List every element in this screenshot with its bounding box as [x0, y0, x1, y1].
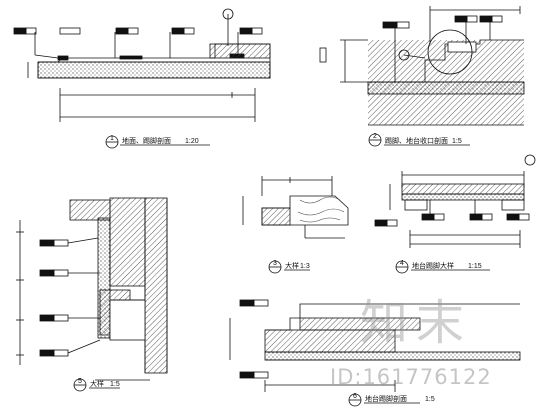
detail-1-scale: 1:20: [185, 138, 199, 145]
detail-2-platform-section: [319, 6, 525, 147]
detail-6-platform-skirting-section: [229, 299, 521, 407]
detail-6-title: 地台踢脚剖面: [365, 394, 407, 403]
detail-5-number: 5: [78, 378, 82, 385]
detail-5-wall-section: [16, 197, 168, 392]
detail-3-title: 大样: [285, 261, 299, 270]
detail-5-title: 大样: [90, 379, 104, 388]
detail-5-scale: 1:5: [110, 381, 120, 388]
detail-6-number: 6: [353, 393, 357, 400]
detail-1-floor-skirting-section: [13, 8, 271, 149]
detail-3-number: 3: [273, 260, 277, 267]
detail-4-number: 4: [400, 260, 404, 267]
detail-2-title: 踢脚、地台收口剖面: [385, 136, 448, 145]
detail-2-number: 2: [373, 133, 377, 140]
detail-6-scale: 1:5: [425, 396, 435, 403]
detail-1-title: 地面、踢脚剖面: [122, 136, 171, 145]
detail-3-scale: 1:3: [300, 263, 310, 270]
detail-4-scale: 1:15: [468, 263, 482, 270]
detail-3-profile: [242, 176, 349, 274]
detail-4-platform-skirting: [374, 154, 536, 274]
detail-4-title: 地台踢脚大样: [412, 261, 454, 270]
detail-1-number: 1: [110, 135, 114, 142]
detail-2-scale: 1:5: [452, 138, 462, 145]
